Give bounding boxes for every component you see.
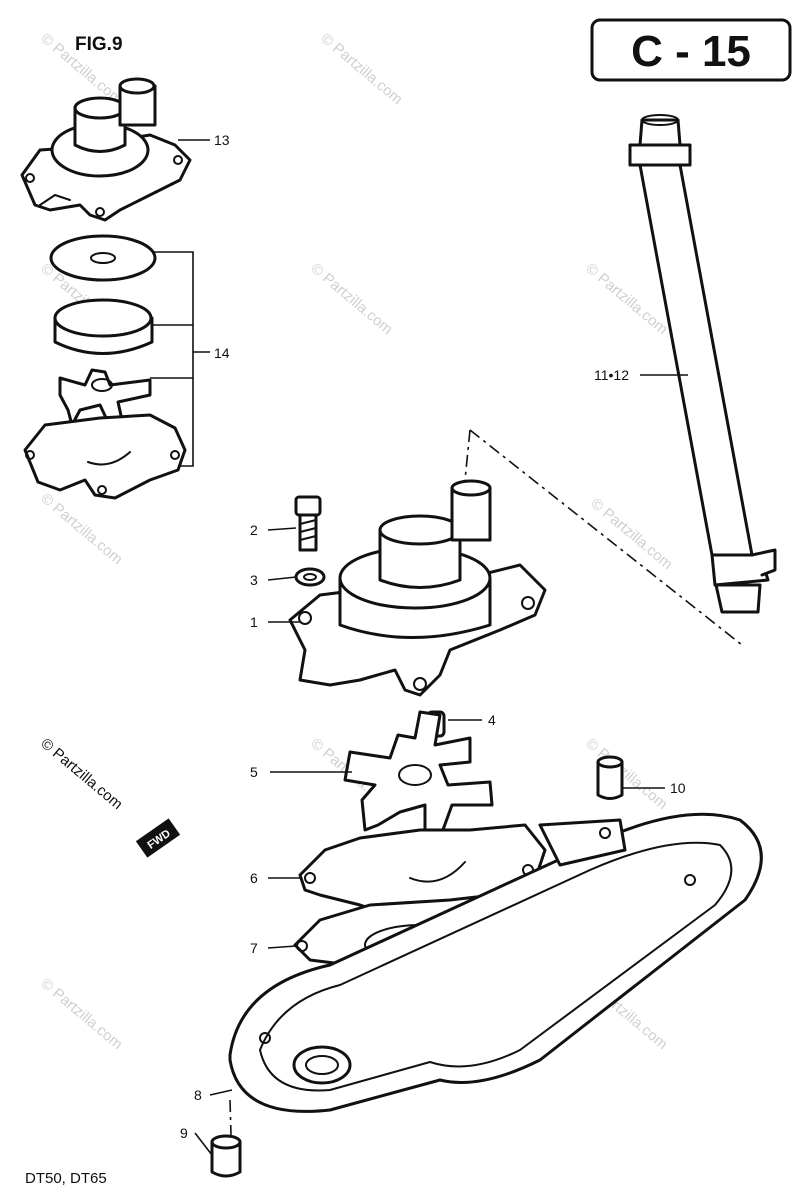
callout-14: 14 [214,345,230,361]
kit-bracket [150,251,210,467]
part-11-12-water-tube [628,114,777,614]
callout-2: 2 [250,522,258,538]
watermark: © Partzilla.com [307,260,395,338]
figure-label: FIG.9 [75,34,123,55]
watermark: © Partzilla.com [37,490,125,568]
part-1-pump-case [288,479,547,697]
callout-leaders [178,139,688,1156]
callout-7: 7 [250,940,258,956]
watermark: © Partzilla.com [317,30,405,108]
callout-10: 10 [670,780,686,796]
callouts: 13 14 11•12 2 3 1 4 5 10 6 7 8 9 [180,132,686,1141]
watermark: © Partzilla.com [37,975,125,1053]
part-2-bolt [294,495,322,552]
watermark-main: © Partzilla.com [37,735,125,813]
part-9-dowel-pin [210,1134,242,1178]
watermark: © Partzilla.com [582,735,670,813]
callout-8: 8 [194,1087,202,1103]
part-8-pump-base-plate [228,812,763,1113]
fwd-direction-tag: FWD [135,818,181,858]
callout-9: 9 [180,1125,188,1141]
callout-3: 3 [250,572,258,588]
callout-13: 13 [214,132,230,148]
part-10-dowel-pin [596,755,624,800]
watermark: © Partzilla.com [582,260,670,338]
part-3-washer [294,567,326,587]
callout-5: 5 [250,764,258,780]
model-label: DT50, DT65 [25,1170,107,1187]
alignment-guide [464,429,743,646]
callout-1: 1 [250,614,258,630]
section-code-box [590,18,792,82]
callout-11-12: 11•12 [594,367,629,383]
callout-6: 6 [250,870,258,886]
part-13-pump-case-assembly [20,77,192,222]
section-code: C - 15 [631,27,751,76]
callout-4: 4 [488,712,496,728]
part-14-repair-kit [23,234,187,500]
part-5-impeller [343,710,494,840]
